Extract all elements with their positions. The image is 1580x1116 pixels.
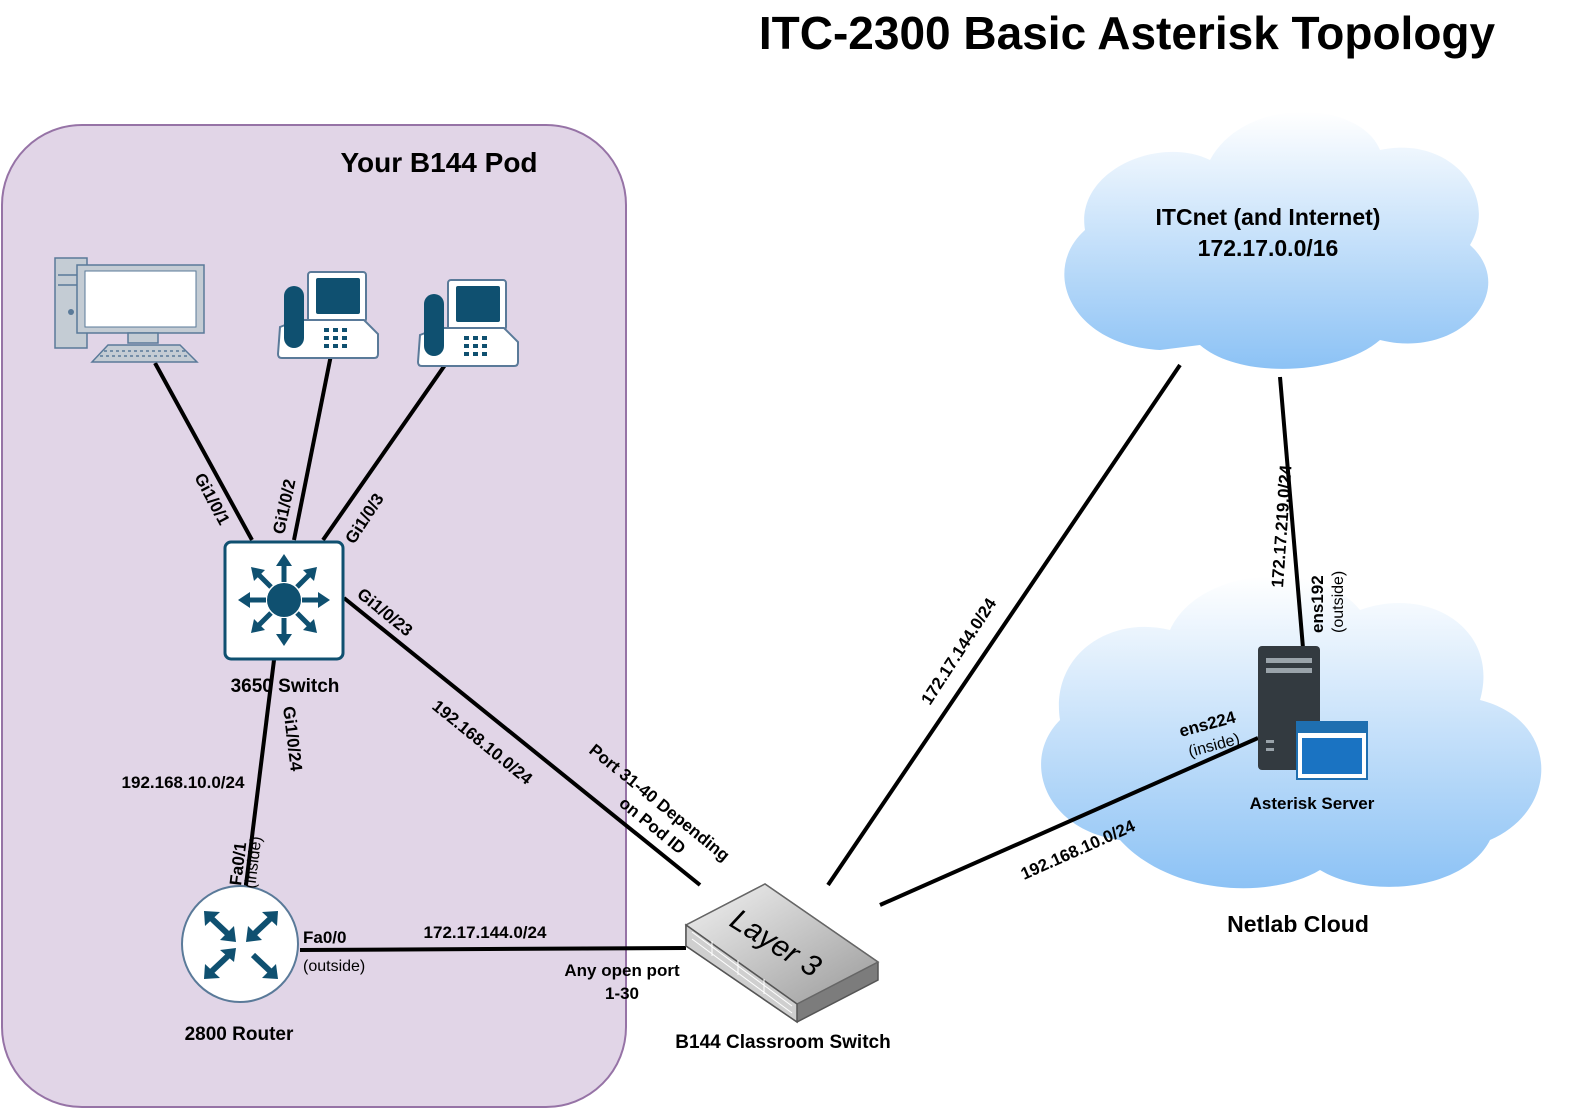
netlab-cloud-label: Netlab Cloud — [1227, 911, 1369, 937]
itcnet-label: ITCnet (and Internet) — [1156, 204, 1381, 230]
note-open-port-line2: 1-30 — [605, 984, 639, 1003]
diagram-title: ITC-2300 Basic Asterisk Topology — [759, 7, 1496, 59]
link-classroom-itcnet — [826, 363, 1182, 887]
link-switch-router — [243, 659, 276, 894]
layer3-switch-3650-icon[interactable] — [223, 540, 345, 661]
link-itcnet-asterisk — [1278, 376, 1305, 649]
router-2800-label: 2800 Router — [185, 1024, 294, 1045]
ip-phone-1-icon[interactable] — [276, 271, 379, 359]
port-fa00-role: (outside) — [303, 958, 365, 975]
link-router-classroom — [299, 946, 687, 952]
subnet-router-classroom: 172.17.144.0/24 — [424, 923, 547, 942]
iface-ens192-role: (outside) — [1330, 571, 1347, 633]
link-classroom-asterisk — [879, 736, 1259, 907]
link-switch-classroom — [342, 596, 702, 887]
port-fa01-role: (inside) — [242, 835, 265, 889]
iface-ens192: ens192 — [1308, 575, 1327, 633]
link-phone1-switch — [292, 344, 335, 541]
link-pc-switch — [153, 362, 254, 541]
asterisk-server-icon[interactable] — [1258, 646, 1368, 780]
itcnet-subnet: 172.17.0.0/16 — [1198, 235, 1339, 261]
subnet-switch-router: 192.168.10.0/24 — [122, 773, 245, 792]
ip-phone-2-icon[interactable] — [416, 279, 519, 367]
itcnet-cloud-icon — [1064, 111, 1489, 369]
classroom-layer3-switch-icon[interactable]: Layer 3 — [684, 883, 880, 1024]
router-2800-icon[interactable] — [181, 885, 299, 1003]
switch-3650-label: 3650 Switch — [231, 676, 340, 697]
classroom-switch-label: B144 Classroom Switch — [675, 1032, 890, 1053]
pod-region-label: Your B144 Pod — [340, 147, 537, 178]
subnet-classroom-asterisk: 192.168.10.0/24 — [1018, 816, 1138, 884]
port-fa00: Fa0/0 — [303, 928, 346, 947]
asterisk-server-label: Asterisk Server — [1250, 794, 1375, 813]
note-open-port-line1: Any open port — [564, 961, 680, 980]
pc-icon[interactable] — [54, 257, 205, 363]
